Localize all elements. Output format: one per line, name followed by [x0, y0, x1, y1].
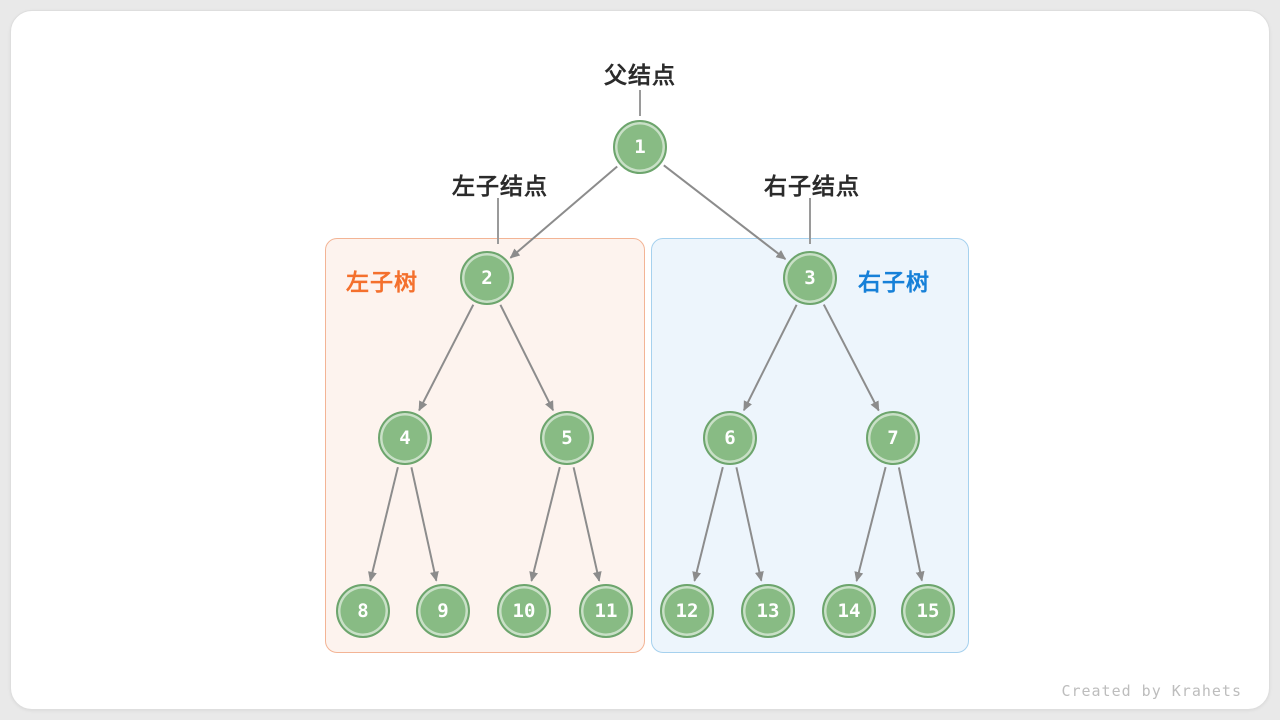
right-subtree-label: 右子树	[858, 269, 930, 295]
tree-node-2: 2	[460, 251, 514, 305]
tree-node-11: 11	[579, 584, 633, 638]
tree-node-value: 14	[837, 600, 861, 622]
tree-node-value: 12	[675, 600, 699, 622]
tree-node-6: 6	[703, 411, 757, 465]
right-child-label: 右子结点	[764, 173, 860, 199]
tree-node-8: 8	[336, 584, 390, 638]
tree-node-7: 7	[866, 411, 920, 465]
tree-node-value: 8	[357, 600, 369, 622]
tree-node-4: 4	[378, 411, 432, 465]
left-child-label: 左子结点	[452, 173, 548, 199]
watermark-credit: Created by Krahets	[1061, 682, 1242, 700]
tree-node-12: 12	[660, 584, 714, 638]
tree-node-value: 10	[512, 600, 536, 622]
tree-node-value: 15	[916, 600, 940, 622]
tree-node-value: 11	[594, 600, 618, 622]
tree-node-value: 6	[724, 427, 736, 449]
tree-node-value: 1	[634, 136, 646, 158]
left-subtree-label: 左子树	[346, 269, 418, 295]
tree-node-15: 15	[901, 584, 955, 638]
tree-node-1: 1	[613, 120, 667, 174]
tree-node-9: 9	[416, 584, 470, 638]
tree-node-value: 7	[887, 427, 899, 449]
tree-node-13: 13	[741, 584, 795, 638]
tree-node-value: 4	[399, 427, 411, 449]
tree-node-10: 10	[497, 584, 551, 638]
tree-node-3: 3	[783, 251, 837, 305]
tree-node-value: 9	[437, 600, 449, 622]
tree-node-14: 14	[822, 584, 876, 638]
tree-node-value: 13	[756, 600, 780, 622]
tree-node-value: 3	[804, 267, 816, 289]
tree-node-value: 2	[481, 267, 493, 289]
parent-node-label: 父结点	[604, 62, 676, 88]
tree-node-5: 5	[540, 411, 594, 465]
tree-node-value: 5	[561, 427, 573, 449]
